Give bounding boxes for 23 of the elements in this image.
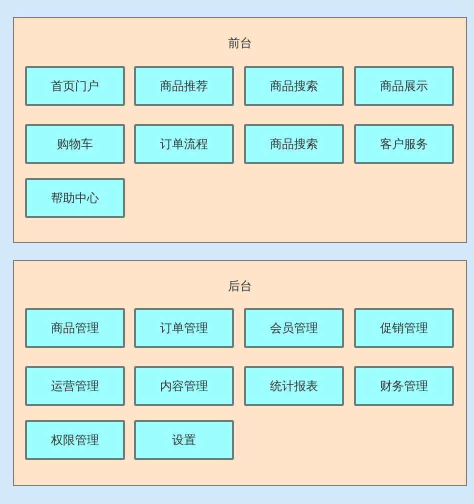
panel [13,17,467,243]
panel-heading: 后台 [228,278,252,295]
module-box: 购物车 [25,124,125,164]
module-box: 财务管理 [354,366,454,406]
module-box: 商品展示 [354,66,454,106]
module-box: 运营管理 [25,366,125,406]
module-box: 客户服务 [354,124,454,164]
module-box: 会员管理 [244,308,344,348]
module-box: 权限管理 [25,420,125,460]
panel [13,260,467,486]
module-box: 促销管理 [354,308,454,348]
module-box: 商品管理 [25,308,125,348]
panel-heading: 前台 [228,35,252,52]
module-box: 设置 [134,420,234,460]
module-box: 首页门户 [25,66,125,106]
module-box: 订单管理 [134,308,234,348]
module-box: 商品搜索 [244,124,344,164]
module-box: 商品搜索 [244,66,344,106]
module-box: 内容管理 [134,366,234,406]
module-box: 订单流程 [134,124,234,164]
module-box: 帮助中心 [25,178,125,218]
module-box: 统计报表 [244,366,344,406]
module-box: 商品推荐 [134,66,234,106]
